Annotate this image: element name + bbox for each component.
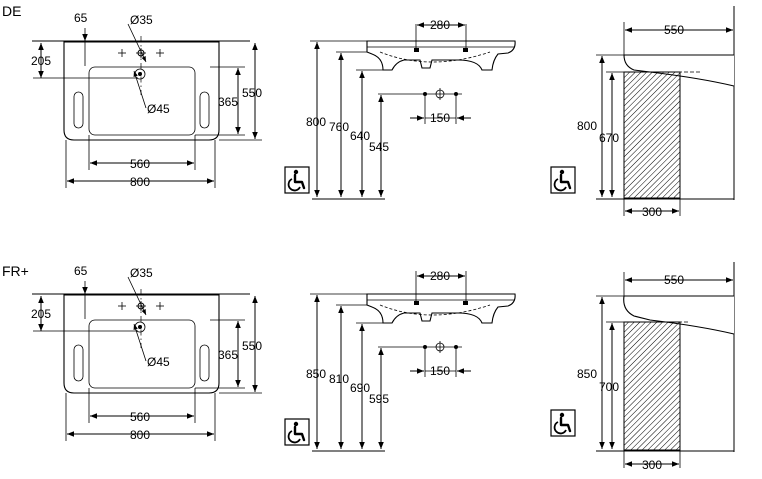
- dim-bowl-width: 560: [130, 157, 150, 171]
- wheelchair-icon: [283, 165, 311, 195]
- dim-edge-to-tap: 205: [31, 307, 51, 321]
- knee-space: [623, 71, 681, 199]
- dim-tap-hole: Ø35: [130, 266, 153, 280]
- dim-knee-depth: 300: [642, 458, 662, 472]
- dim-total-depth: 550: [242, 339, 262, 353]
- dim-tap-offset: 65: [74, 11, 88, 25]
- dim-height-top: 850: [306, 367, 326, 381]
- profile-view: 550 800 670 300: [549, 6, 735, 219]
- dim-height-fixing: 545: [369, 140, 389, 154]
- section-label: FR+: [2, 263, 29, 279]
- dim-projection: 550: [664, 23, 684, 37]
- wheelchair-icon: [283, 417, 311, 447]
- section-de: DE 65 Ø35 Ø45: [2, 3, 735, 219]
- basin-profile: [623, 295, 735, 335]
- profile-view: 550 850 700 300: [549, 262, 735, 472]
- dim-waste-hole: Ø45: [147, 102, 170, 116]
- dim-height-fixing: 595: [369, 392, 389, 406]
- dim-total-width: 800: [130, 175, 150, 189]
- dim-height-underside: 690: [350, 381, 370, 395]
- side-view: 280 150 800 760 640 545: [283, 18, 516, 200]
- dim-bowl-depth: 365: [218, 348, 238, 362]
- grab-slot-left: [73, 344, 84, 382]
- dim-total-width: 800: [130, 428, 150, 442]
- basin-side-shape: [366, 293, 516, 324]
- dim-waste-hole: Ø45: [147, 355, 170, 369]
- dim-tap-hole: Ø35: [130, 13, 153, 27]
- dim-edge-to-tap: 205: [31, 54, 51, 68]
- dim-projection: 550: [664, 273, 684, 287]
- grab-slot-right: [199, 91, 210, 129]
- dim-height-knee: 670: [599, 131, 619, 145]
- dim-fixing-spacing: 150: [430, 111, 450, 125]
- dim-tap-spacing: 280: [430, 269, 450, 283]
- basin-outline: [63, 294, 220, 394]
- side-view: 280 150 850 810 690 595: [283, 269, 516, 452]
- knee-space: [623, 321, 681, 451]
- grab-slot-left: [73, 91, 84, 129]
- dim-height-knee: 700: [599, 380, 619, 394]
- dim-height-top: 800: [306, 115, 326, 129]
- dim-knee-depth: 300: [642, 205, 662, 219]
- dim-height-top: 850: [577, 367, 597, 381]
- dim-tap-offset: 65: [74, 264, 88, 278]
- dim-bowl-depth: 365: [218, 95, 238, 109]
- section-label: DE: [2, 3, 21, 19]
- basin-outline: [63, 41, 220, 141]
- bowl-outline: [88, 319, 196, 389]
- dim-tap-spacing: 280: [430, 18, 450, 32]
- top-view: 65 Ø35 Ø45 205 365 550 560 800: [31, 264, 262, 442]
- bowl-outline: [88, 66, 196, 136]
- dim-total-depth: 550: [242, 86, 262, 100]
- wheelchair-icon: [549, 165, 577, 195]
- dim-bowl-width: 560: [130, 410, 150, 424]
- dim-height-bottom-edge: 760: [329, 120, 349, 134]
- basin-side-shape: [366, 40, 516, 71]
- wheelchair-icon: [549, 408, 577, 438]
- dim-height-underside: 640: [350, 129, 370, 143]
- grab-slot-right: [199, 344, 210, 382]
- dim-height-bottom-edge: 810: [329, 372, 349, 386]
- top-view: 65 Ø35 Ø45 205 365 550 560: [31, 11, 262, 189]
- dim-height-top: 800: [577, 119, 597, 133]
- section-frplus: FR+ 65 Ø35 Ø45 205: [2, 262, 735, 472]
- dim-fixing-spacing: 150: [430, 364, 450, 378]
